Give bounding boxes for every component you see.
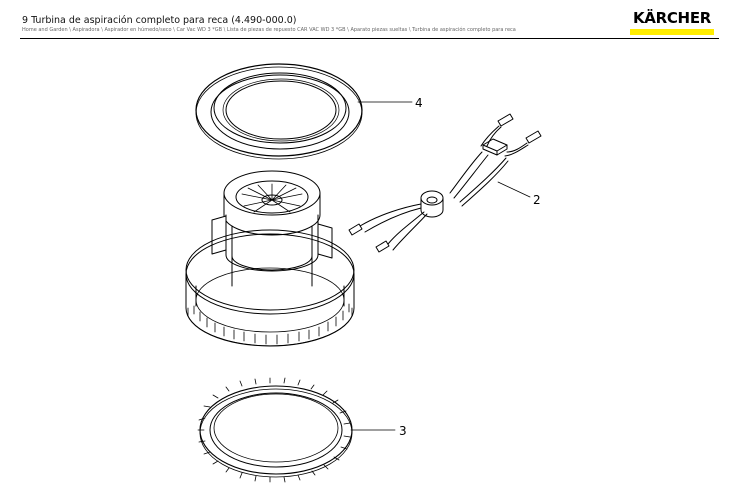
leader-line-2 [497, 181, 531, 198]
breadcrumb[interactable]: Home and Garden \ Aspiradora \ Aspirador… [22, 27, 516, 33]
exploded-parts-diagram: 4 2 3 [185, 63, 542, 483]
page-title: 9 Turbina de aspiración completo para re… [22, 15, 297, 26]
header-divider [20, 38, 719, 39]
callout-4[interactable]: 4 [415, 96, 423, 110]
logo-yellow-bar [630, 29, 714, 35]
callout-2[interactable]: 2 [533, 193, 541, 207]
motor-assembly[interactable] [185, 170, 355, 347]
part-3-toothed-ring[interactable] [197, 377, 353, 483]
brand-logo[interactable]: KÄRCHER [630, 10, 714, 36]
page-header: 9 Turbina de aspiración completo para re… [0, 0, 739, 40]
part-2-cable-harness[interactable] [348, 113, 542, 253]
callout-3[interactable]: 3 [399, 424, 407, 438]
logo-text: KÄRCHER [632, 9, 712, 27]
part-4-seal-ring[interactable] [195, 63, 363, 160]
callout-leaders [350, 101, 531, 431]
